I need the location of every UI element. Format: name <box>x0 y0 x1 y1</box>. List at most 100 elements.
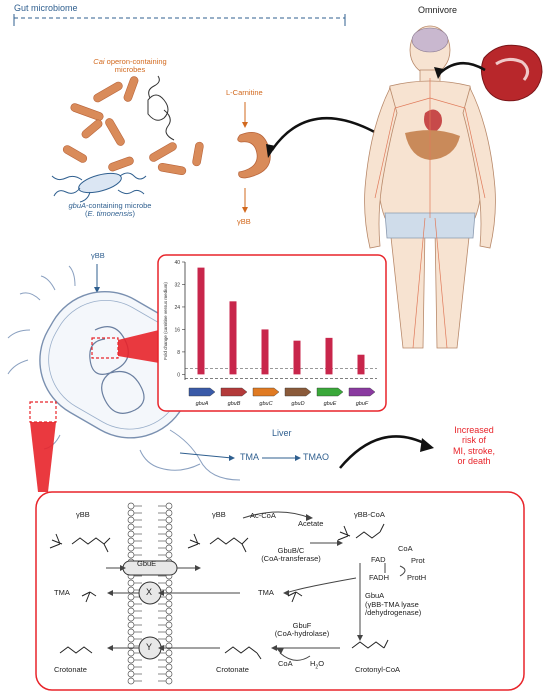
membrane-bead <box>127 600 135 608</box>
y-tick-label: 24 <box>174 305 180 311</box>
human-body-figure <box>364 25 496 349</box>
membrane-bead <box>165 600 173 608</box>
tmao-label: TMAO <box>303 452 329 462</box>
membrane-bead <box>127 628 135 636</box>
h2o-label: H2O <box>310 659 325 671</box>
cai-microbes-label: Cai operon-containing microbes <box>93 57 167 75</box>
membrane-bead <box>127 649 135 657</box>
gbue-label: GbuE <box>137 559 157 568</box>
crotonyl-coa-label: Crotonyl-CoA <box>355 665 401 674</box>
gbb-mid-label: γBB <box>91 251 105 260</box>
chart-frame <box>157 254 387 412</box>
cell-membrane <box>127 502 173 685</box>
membrane-bead <box>165 628 173 636</box>
gbua-enzyme-label: GbuA(γBB-TMA lyase/dehydrogenase) <box>365 591 422 618</box>
gene-arrow <box>252 387 280 397</box>
bar <box>229 301 237 375</box>
gene-label: gbuC <box>259 401 272 407</box>
y-label: Y <box>146 642 153 652</box>
gene-label: gbuE <box>324 401 337 407</box>
y-tick-label: 8 <box>177 350 180 356</box>
gene-arrow <box>284 387 312 397</box>
membrane-bead <box>127 614 135 622</box>
membrane-bead <box>165 593 173 601</box>
membrane-bead <box>127 670 135 678</box>
membrane-bead <box>165 614 173 622</box>
membrane-bead <box>127 579 135 587</box>
molecule-structures <box>49 523 389 660</box>
membrane-bead <box>165 677 173 685</box>
membrane-bead <box>165 509 173 517</box>
gene-label: gbuA <box>196 401 209 407</box>
gene-arrow <box>188 387 216 397</box>
membrane-bead <box>127 544 135 552</box>
pathway-panel <box>35 491 525 691</box>
bar <box>357 354 365 375</box>
ac-coa-label: Ac-CoA <box>250 511 276 520</box>
y-tick-label: 32 <box>174 282 180 288</box>
membrane-bead <box>127 523 135 531</box>
proth-label: ProtH <box>407 573 427 582</box>
bar <box>197 267 205 375</box>
membrane-bead <box>127 516 135 524</box>
membrane-bead <box>165 670 173 678</box>
gbb-coa-label: γBB-CoA <box>354 510 385 519</box>
tma-left-label: TMA <box>54 588 70 597</box>
membrane-bead <box>165 579 173 587</box>
membrane-bead <box>127 607 135 615</box>
fad-label: FAD <box>371 555 386 564</box>
membrane-bead <box>165 649 173 657</box>
y-tick-label: 0 <box>177 372 180 378</box>
coa-group-label: CoA <box>398 544 413 553</box>
gbuf-label: GbuF(CoA-hydrolase) <box>274 621 330 639</box>
top-section-graphics <box>13 14 381 213</box>
coa-label: CoA <box>278 659 293 668</box>
membrane-bead <box>165 586 173 594</box>
membrane-bead <box>127 537 135 545</box>
membrane-bead <box>165 663 173 671</box>
membrane-bead <box>127 593 135 601</box>
membrane-bead <box>127 502 135 510</box>
gene-label: gbuB <box>228 401 241 407</box>
membrane-bead <box>165 537 173 545</box>
membrane-bead <box>127 635 135 643</box>
membrane-bead <box>127 530 135 538</box>
membrane-bead <box>127 586 135 594</box>
bar <box>325 337 333 375</box>
membrane-bead <box>165 656 173 664</box>
gbb-top-label: γBB <box>237 217 251 226</box>
tma-label: TMA <box>240 452 259 462</box>
membrane-bead <box>165 523 173 531</box>
steak-arrow <box>434 62 486 79</box>
gene-label: gbuF <box>356 401 369 407</box>
omnivore-label: Omnivore <box>418 5 458 15</box>
fadh-label: FADH <box>369 573 390 582</box>
steak-icon <box>480 44 543 102</box>
gbubc-label: GbuB/C(CoA-transferase) <box>261 546 321 564</box>
gbb-mid-pathway-label: γBB <box>212 510 226 519</box>
bar <box>293 340 301 375</box>
y-tick-label: 40 <box>174 260 180 266</box>
membrane-bead <box>165 635 173 643</box>
prot-label: Prot <box>411 556 425 565</box>
membrane-bead <box>165 516 173 524</box>
gene-arrow <box>348 387 376 397</box>
acetate-label: Acetate <box>298 519 324 528</box>
liver-label: Liver <box>272 428 292 438</box>
carnitine-label: L-Carnitine <box>226 88 263 97</box>
membrane-bead <box>165 607 173 615</box>
membrane-bead <box>127 551 135 559</box>
membrane-bead <box>165 551 173 559</box>
membrane-bead <box>127 509 135 517</box>
membrane-bead <box>165 530 173 538</box>
membrane-bead <box>127 677 135 685</box>
membrane-bead <box>165 502 173 510</box>
membrane-bead <box>165 544 173 552</box>
gbua-microbe-label: gbuA-containing microbe (E. timonensis) <box>68 201 152 219</box>
bar <box>261 329 269 375</box>
gbb-left-label: γBB <box>76 510 90 519</box>
gene-label: gbuD <box>291 401 304 407</box>
membrane-bead <box>165 621 173 629</box>
